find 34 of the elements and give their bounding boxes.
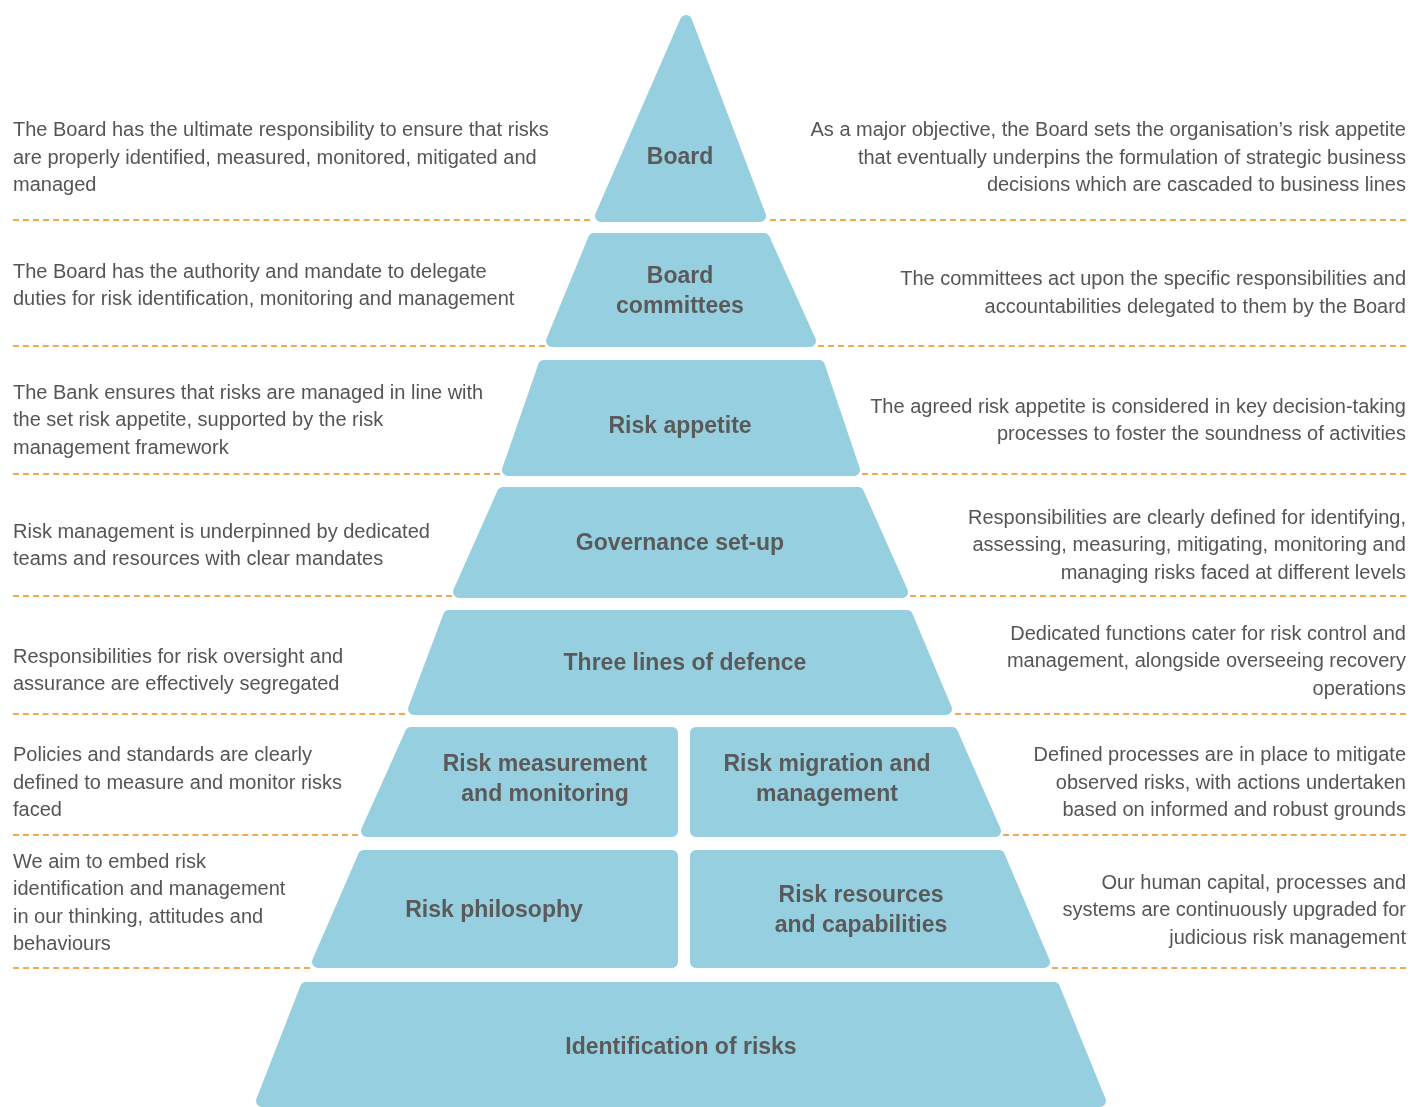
tier-label: Board [645, 142, 715, 171]
tier-label: Risk philosophy [404, 895, 584, 924]
description-text: The Board has the authority and mandate to delegate duties for risk identification, monitoring and management [13, 258, 516, 311]
description-text: As a major objective, the Board sets the organisation’s risk appetite that eventually underpins the formulation of strategic business decisions which are cascaded to business lines [809, 117, 1406, 198]
description-text: The Bank ensures that risks are managed in line with the set risk appetite, supported by the risk management framework [13, 379, 485, 460]
description-text: Risk management is underpinned by dedicated teams and resources with clear mandates [13, 518, 431, 571]
description-text: Policies and standards are clearly defined to measure and monitor risks faced [13, 742, 344, 823]
pyramid-tier [408, 610, 952, 715]
tier-label: Risk resources and capabilities [773, 880, 949, 939]
pyramid-tier [361, 727, 678, 837]
tier-label: Risk migration and management [722, 749, 932, 808]
pyramid-tier [502, 360, 860, 476]
description-text: The Board has the ultimate responsibility to ensure that risks are properly identified, measured, monitored, mitigated and managed [13, 117, 550, 198]
description-text: Our human capital, processes and systems are continuously upgraded for judicious risk management [1061, 869, 1406, 950]
description-text: We aim to embed risk identification and management in our thinking, attitudes and behaviours [13, 848, 287, 956]
description-text: Dedicated functions cater for risk control and management, alongside overseeing recovery operations [1005, 620, 1406, 701]
tier-label: Risk appetite [607, 411, 753, 440]
description-text: The committees act upon the specific responsibilities and accountabilities delegated to them by the Board [899, 266, 1406, 319]
pyramid-tier [312, 850, 678, 968]
tier-label: Risk measurement and monitoring [441, 749, 649, 808]
pyramid-tier [690, 727, 1001, 837]
description-text: Defined processes are in place to mitigate observed risks, with actions undertaken based on informed and robust grounds [1032, 742, 1406, 823]
description-text: The agreed risk appetite is considered in key decision-taking processes to foster the soundness of activities [870, 393, 1406, 446]
tier-label: Identification of risks [564, 1032, 798, 1061]
pyramid-tier [256, 982, 1106, 1107]
pyramid-tier [546, 233, 816, 347]
pyramid-tier [595, 15, 766, 222]
pyramid-tier [690, 850, 1050, 968]
description-text: Responsibilities are clearly defined for identifying, assessing, measuring, mitigating, monitoring and managing risks faced at different levels [967, 504, 1406, 585]
tier-label: Three lines of defence [562, 648, 808, 677]
description-text: Responsibilities for risk oversight and assurance are effectively segregated [13, 643, 345, 696]
tier-label: Governance set-up [574, 528, 786, 557]
pyramid-tier [453, 487, 908, 598]
tier-label: Board committees [615, 261, 745, 320]
